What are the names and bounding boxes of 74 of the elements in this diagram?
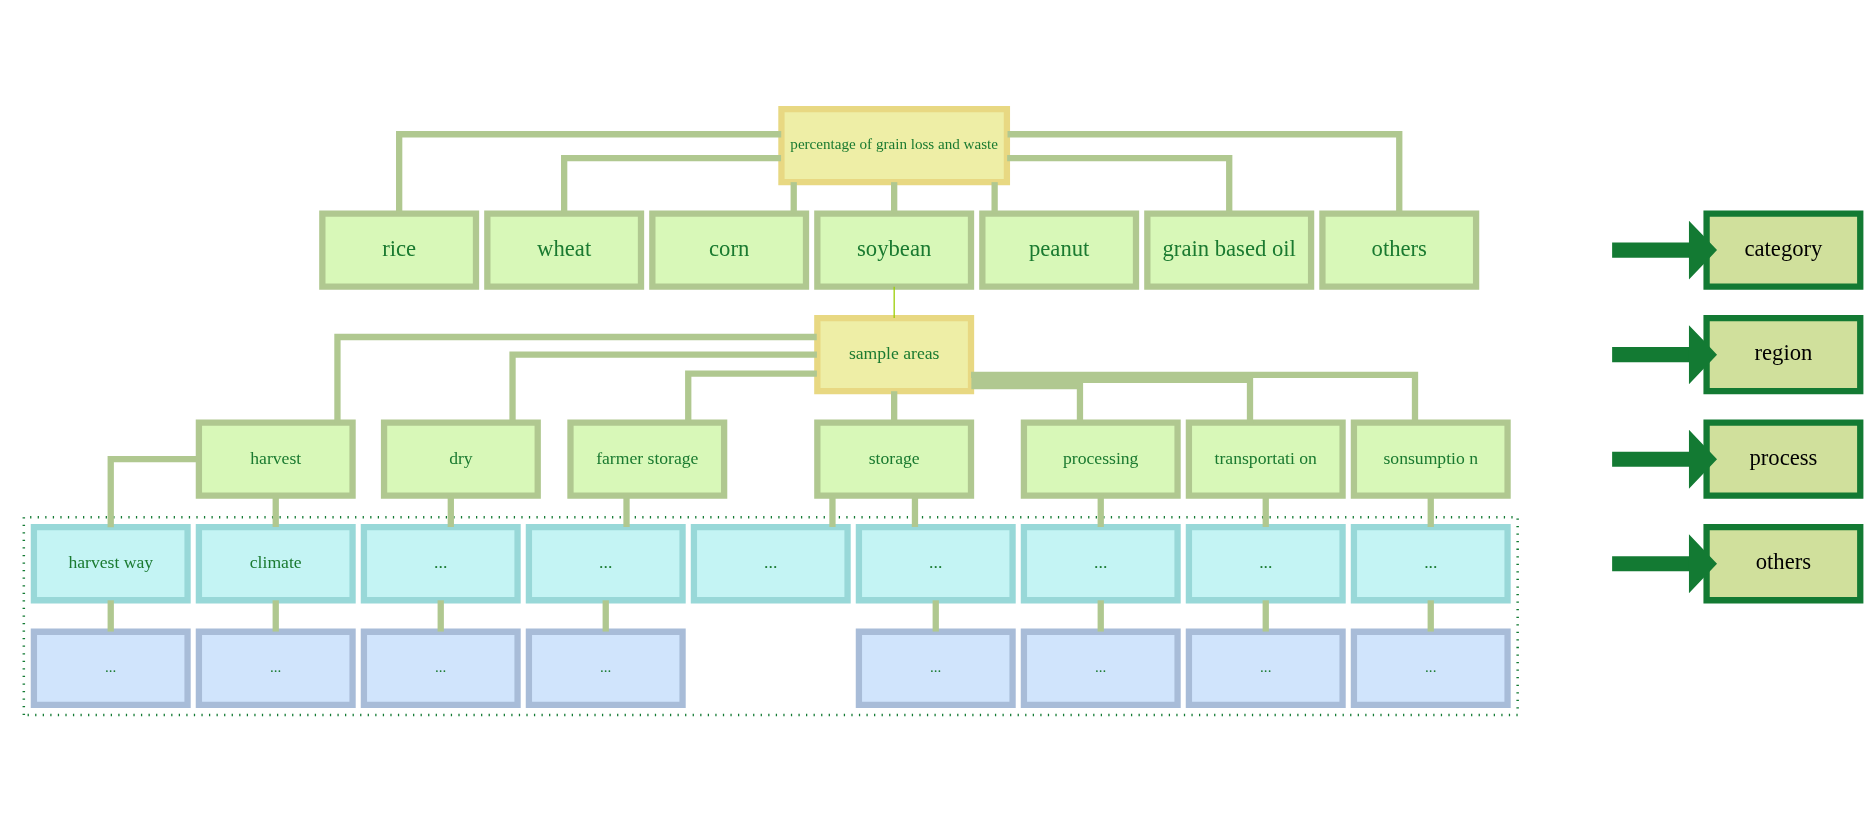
- node-box: grain based oil: [1144, 209, 1315, 290]
- connector: [1427, 599, 1434, 632]
- connector: [891, 181, 898, 213]
- node-box: region: [1703, 314, 1864, 394]
- node-box: category: [1703, 209, 1864, 290]
- node-box: harvest way: [30, 523, 191, 603]
- connector: [893, 285, 895, 319]
- node-box: ...: [1350, 628, 1511, 708]
- node-box: rice: [319, 209, 480, 290]
- connector: [602, 599, 609, 632]
- connector: [272, 495, 279, 527]
- node-box: sonsumptio n: [1350, 419, 1511, 499]
- connector: [971, 382, 1084, 423]
- node-box: ...: [690, 523, 851, 603]
- node-box: ...: [1020, 523, 1181, 603]
- arrow: [1612, 220, 1718, 280]
- connector: [891, 390, 898, 422]
- node-box: ...: [1350, 523, 1511, 603]
- connector: [623, 495, 630, 527]
- node-box: soybean: [814, 209, 975, 290]
- connector: [107, 455, 199, 527]
- node-box: harvest: [195, 419, 356, 499]
- connector: [1097, 599, 1104, 632]
- connector: [1262, 599, 1269, 632]
- node-box: percentage of grain loss and waste: [778, 105, 1011, 185]
- connector: [911, 495, 919, 527]
- node-box: ...: [855, 523, 1016, 603]
- connector: [1262, 495, 1269, 527]
- node-box: transportati on: [1185, 419, 1346, 499]
- cluster: [22, 515, 1519, 716]
- connector: [1097, 495, 1104, 527]
- connector: [334, 333, 817, 423]
- node-box: climate: [195, 523, 356, 603]
- connector: [509, 351, 817, 423]
- node-box: dry: [380, 419, 541, 499]
- connector: [971, 371, 1419, 422]
- arrow: [1612, 429, 1718, 489]
- connector: [932, 599, 939, 632]
- node-box: process: [1703, 419, 1864, 499]
- node-box: ...: [855, 628, 1016, 708]
- node-box: processing: [1020, 419, 1181, 499]
- node-box: ...: [1185, 628, 1346, 708]
- node-box: farmer storage: [567, 419, 728, 499]
- node-box: ...: [30, 628, 191, 708]
- node-box: ...: [525, 523, 686, 603]
- connector: [396, 130, 782, 213]
- connector: [437, 599, 444, 632]
- connector: [685, 369, 817, 422]
- node-box: sample areas: [814, 314, 975, 394]
- node-box: ...: [360, 628, 521, 708]
- connector: [561, 154, 782, 213]
- connector: [272, 599, 279, 632]
- node-box: peanut: [979, 209, 1140, 290]
- connector: [1007, 130, 1403, 213]
- node-box: others: [1319, 209, 1480, 290]
- node-box: ...: [195, 628, 356, 708]
- node-box: storage: [814, 419, 975, 499]
- connector: [790, 181, 797, 213]
- connector: [991, 181, 998, 213]
- connector: [829, 495, 836, 527]
- arrow: [1612, 324, 1718, 384]
- node-box: ...: [360, 523, 521, 603]
- connector: [107, 599, 114, 632]
- node-box: corn: [649, 209, 810, 290]
- node-box: ...: [525, 628, 686, 708]
- node-box: ...: [1020, 628, 1181, 708]
- node-box: wheat: [484, 209, 645, 290]
- node-box: others: [1703, 523, 1864, 603]
- connector: [1007, 154, 1233, 213]
- connector: [971, 376, 1254, 422]
- node-box: ...: [1185, 523, 1346, 603]
- connector: [1427, 495, 1434, 527]
- connector: [447, 495, 454, 527]
- arrow: [1612, 533, 1718, 593]
